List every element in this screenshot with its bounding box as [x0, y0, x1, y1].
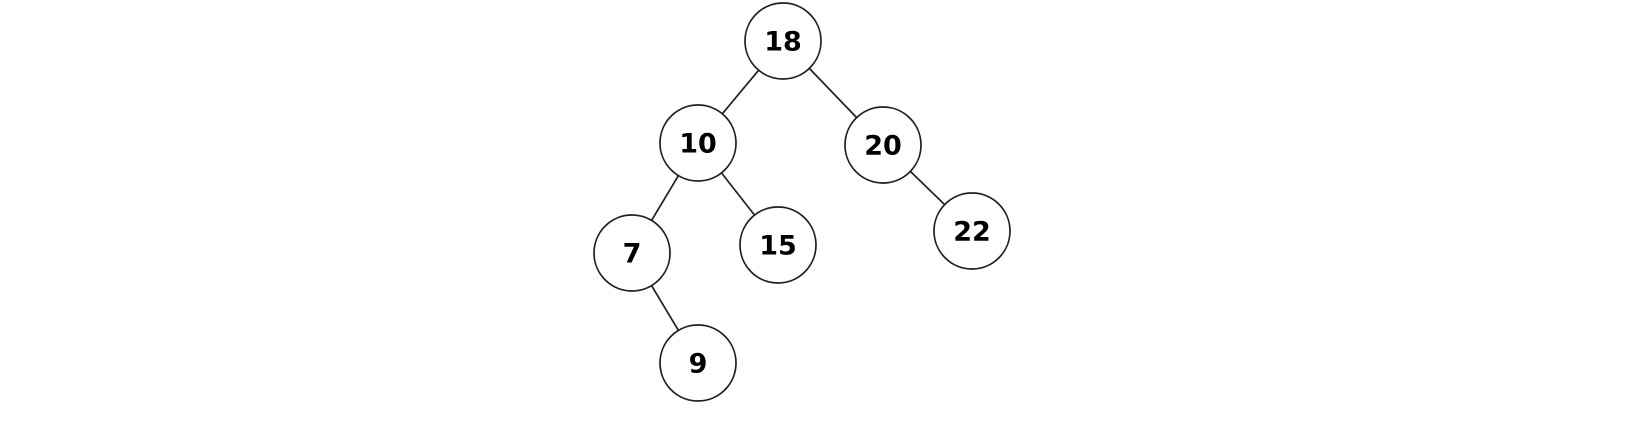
tree-edge-10-7: [650, 175, 680, 221]
node-circle-10: [659, 104, 737, 182]
tree-node-22[interactable]: 22: [933, 192, 1011, 270]
nodes-layer: 18 10 20 7 15 22 9: [593, 2, 1011, 402]
node-label-22: 22: [953, 217, 991, 248]
tree-node-9[interactable]: 9: [659, 324, 737, 402]
node-label-15: 15: [759, 231, 797, 262]
tree-node-15[interactable]: 15: [739, 206, 817, 284]
edges-layer: [650, 67, 946, 331]
node-label-18: 18: [764, 27, 802, 58]
node-label-9: 9: [689, 349, 708, 380]
tree-edge-10-15: [720, 172, 756, 216]
node-circle-20: [844, 106, 922, 184]
tree-edge-18-10: [721, 69, 760, 115]
node-label-10: 10: [679, 129, 717, 160]
tree-edge-20-22: [909, 170, 946, 206]
node-label-7: 7: [623, 239, 642, 270]
node-circle-22: [933, 192, 1011, 270]
node-circle-18: [744, 2, 822, 80]
tree-node-20[interactable]: 20: [844, 106, 922, 184]
tree-node-18[interactable]: 18: [744, 2, 822, 80]
tree-node-7[interactable]: 7: [593, 214, 671, 292]
node-circle-15: [739, 206, 817, 284]
node-label-20: 20: [864, 131, 902, 162]
tree-edge-18-20: [808, 67, 858, 119]
tree-edge-7-9: [650, 285, 680, 331]
tree-node-10[interactable]: 10: [659, 104, 737, 182]
node-circle-7: [593, 214, 671, 292]
node-circle-9: [659, 324, 737, 402]
